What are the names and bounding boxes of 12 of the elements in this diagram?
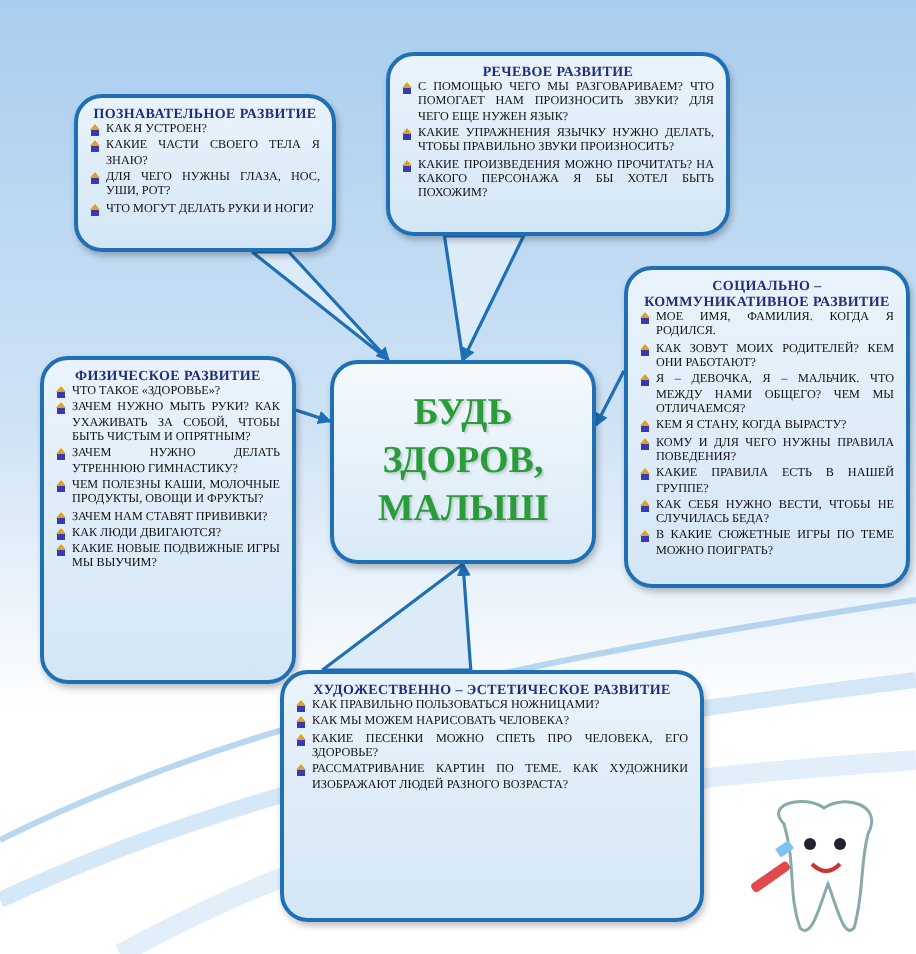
speech-bubble-tail [442,234,527,362]
speech-bubble [40,356,296,684]
speech-bubble [386,52,730,236]
speech-bubble [280,670,704,922]
speech-bubble-tail [295,408,332,425]
speech-bubble-tail [594,369,626,428]
speech-bubble-tail [320,562,473,672]
main-title: БУДЬ ЗДОРОВ, МАЛЫШ [375,390,551,534]
speech-bubble-tail [250,250,391,362]
title-box [330,360,596,564]
speech-bubble [74,94,336,252]
speech-bubble [624,266,910,588]
